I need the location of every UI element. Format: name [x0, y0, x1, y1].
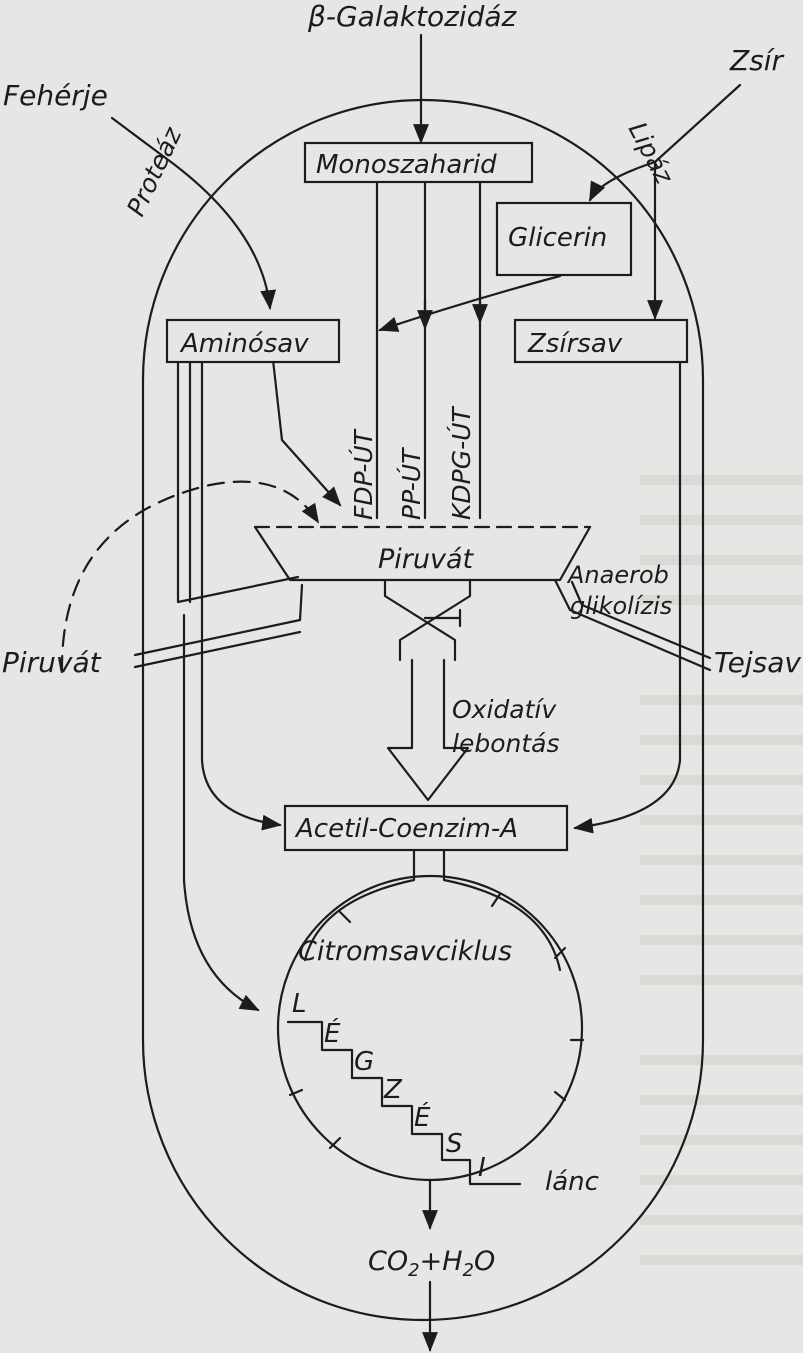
lanc-letter-1: L [292, 989, 307, 1019]
kdpg-ut-label: KDPG-ÚT [446, 406, 476, 520]
piruvat-funnel [253, 525, 592, 582]
glicerin-box [495, 201, 633, 277]
piruvat-left-label: Piruvát [2, 646, 102, 679]
lanc-staircase [286, 1020, 522, 1186]
aminosav-label: Aminósav [179, 329, 309, 359]
lanc-letter-3: G [354, 1047, 374, 1077]
lebontas-label: lebontás [452, 729, 559, 758]
aminosav-to-acetil [200, 358, 282, 831]
feherje-arrow [110, 116, 277, 310]
zsir-arrow [653, 83, 742, 164]
glikolizis-label: glikolízis [570, 592, 672, 620]
piruvat-out-c [298, 583, 304, 622]
tejsav-line-b [570, 580, 712, 660]
plus-sign: + [420, 1246, 443, 1277]
zsirsav-to-acetil [573, 358, 682, 834]
tejsav-label: Tejsav [714, 646, 801, 679]
oxidativ-label: Oxidatív [452, 695, 557, 724]
zsirsav-label: Zsírsav [527, 329, 623, 359]
glicerin-arrow [588, 160, 657, 202]
co2-h2o-label: CO2+H2O [368, 1246, 495, 1281]
citromsav-label: Citromsavciklus [298, 936, 512, 967]
acetil-to-cycle-b [442, 846, 562, 972]
glicerin-to-fdp-arrow [378, 274, 562, 332]
lanc-letter-4: Z [383, 1075, 403, 1105]
co2-subscript: 2 [408, 1260, 419, 1281]
fdp-ut-label: FDP-ÚT [348, 428, 378, 520]
anaerob-label: Anaerob [566, 561, 669, 589]
monoszaharid-label: Monoszaharid [316, 150, 497, 180]
piruvat-out-b [133, 630, 302, 669]
h2o-subscript: 2 [463, 1260, 474, 1281]
switch-left [383, 578, 457, 662]
piruvat-dashed-loop [60, 480, 320, 674]
acetil-to-cycle [303, 846, 416, 962]
acetil-box [283, 804, 569, 852]
proteaz-label: Proteáz [121, 122, 187, 220]
monoszaharid-box [303, 141, 534, 184]
lanc-letter-5: É [414, 1101, 431, 1133]
aminosav-to-citrom [182, 613, 260, 1012]
piruvat-out-a [133, 618, 302, 657]
lanc-letter-2: É [324, 1017, 341, 1049]
piruvat-center-label: Piruvát [378, 544, 475, 575]
zsir-label: Zsír [729, 44, 785, 77]
aminosav-to-piruvat [271, 358, 342, 507]
background-print-texture [640, 475, 803, 1265]
piruvat-double-line-a [176, 340, 300, 604]
acetil-label: Acetil-Coenzim-A [294, 814, 518, 844]
cycle-ticks [288, 892, 585, 1150]
co2-text: CO [368, 1246, 408, 1277]
lanc-letter-6: S [446, 1129, 463, 1159]
cell-outline [141, 98, 705, 1322]
lanc-label: lánc [545, 1167, 599, 1197]
feherje-label: Fehérje [3, 79, 108, 112]
glicerin-label: Glicerin [508, 223, 607, 253]
h2o-h-text: H [442, 1246, 462, 1277]
lipaz-label: Lipáz [623, 117, 680, 189]
tejsav-line-a [553, 578, 712, 672]
pp-ut-label: PP-ÚT [396, 447, 426, 520]
aminosav-box [165, 318, 341, 364]
galaktozidaz-label: β-Galaktozidáz [307, 0, 517, 33]
oxidativ-big-arrow [386, 658, 470, 802]
zsirsav-box [513, 318, 689, 364]
lanc-letter-7: I [478, 1153, 486, 1183]
h2o-o-text: O [474, 1246, 495, 1277]
